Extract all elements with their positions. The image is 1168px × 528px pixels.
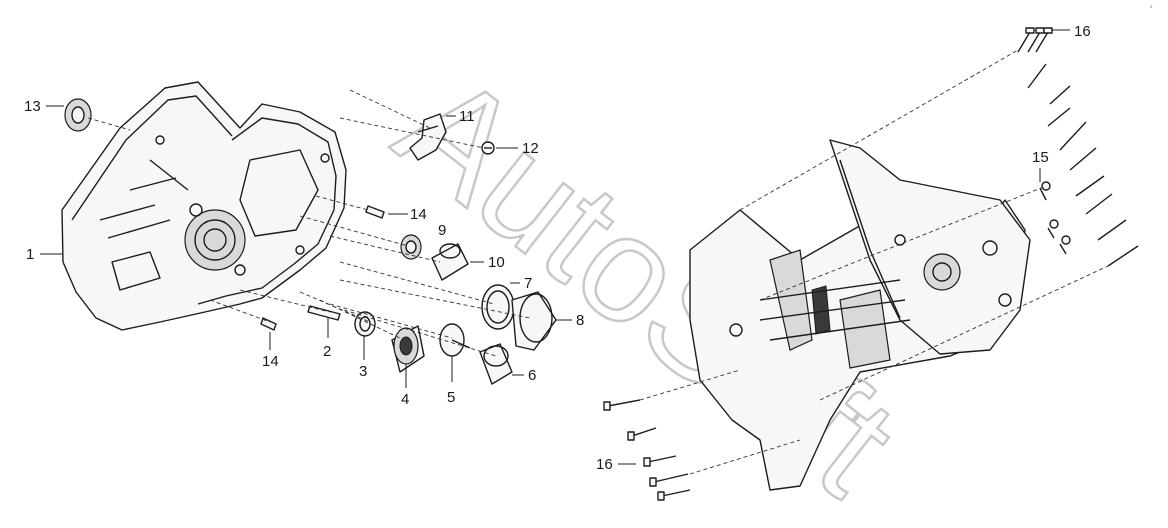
label-14-lower: 14	[262, 353, 279, 370]
roller-bearing-4	[391, 325, 425, 373]
seal-13	[64, 98, 92, 132]
ring-7	[481, 284, 515, 330]
corner-mark: a	[1150, 4, 1153, 9]
label-3: 3	[359, 363, 367, 380]
label-16-lower: 16	[596, 456, 613, 473]
ring-10	[431, 243, 469, 281]
label-12: 12	[522, 140, 539, 157]
label-7: 7	[524, 275, 532, 292]
dowel-pin-14-upper	[365, 205, 385, 219]
leader-lines	[40, 29, 1070, 465]
pin-2	[307, 305, 341, 321]
label-16-upper: 16	[1074, 23, 1091, 40]
label-15: 15	[1032, 149, 1049, 166]
label-14-upper: 14	[410, 206, 427, 223]
cup-8	[511, 291, 557, 351]
label-6: 6	[528, 367, 536, 384]
label-4: 4	[401, 391, 409, 408]
cup-6	[479, 343, 513, 385]
label-10: 10	[488, 254, 505, 271]
label-5: 5	[447, 389, 455, 406]
clutch-housing	[61, 81, 347, 331]
label-1: 1	[26, 246, 34, 263]
part-labels: 13 1 11 12 14 9 10 7 8 6 5 4 3 2 14 16 1…	[24, 23, 1091, 473]
bolt-12	[481, 141, 495, 155]
dowel-pin-14-lower	[260, 317, 277, 331]
label-9: 9	[438, 222, 446, 239]
label-2: 2	[323, 343, 331, 360]
label-11: 11	[459, 108, 475, 125]
label-8: 8	[576, 312, 584, 329]
gearbox-assembly	[689, 139, 1031, 491]
bolts-15	[1039, 181, 1071, 255]
bolts-16-upper	[1017, 27, 1139, 267]
label-13: 13	[24, 98, 41, 115]
bearing-9	[400, 234, 422, 260]
alignment-lines	[87, 49, 1109, 475]
bearing-5	[439, 323, 471, 357]
bolts-16-lower	[603, 399, 691, 501]
plate-11	[409, 113, 447, 161]
